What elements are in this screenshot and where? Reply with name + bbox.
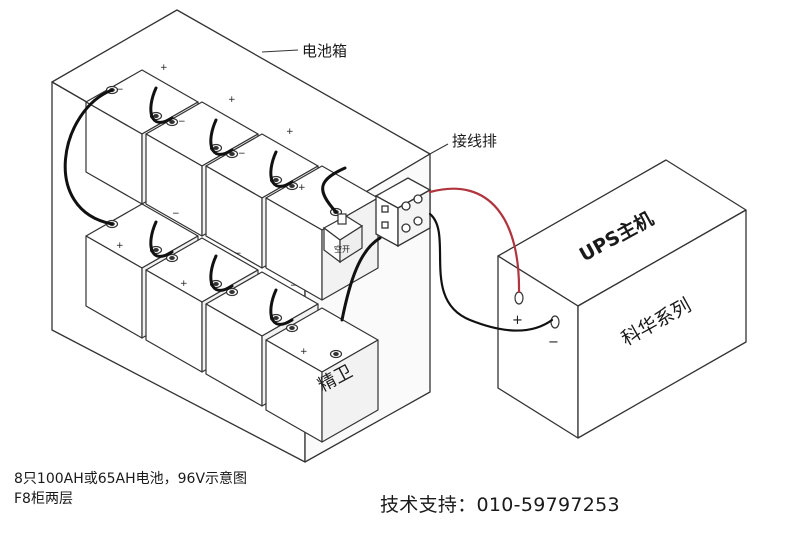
ups-host <box>497 159 747 439</box>
battery-polarity-marks: − + − + − + + + − + − − + <box>116 63 308 357</box>
ups-negative-input <box>550 315 560 329</box>
cable-lower-1 <box>149 220 174 258</box>
label-battery-box: 电池箱 <box>302 42 347 60</box>
negative-cable <box>428 212 554 332</box>
svg-text:−: − <box>116 85 124 95</box>
switch-icon <box>322 213 364 264</box>
label-switch: 空开 <box>334 244 350 254</box>
cable-lower-2 <box>209 254 234 292</box>
svg-text:−: − <box>172 209 180 219</box>
ups-battery-inputs <box>514 291 560 329</box>
cable-upper-3 <box>269 150 294 188</box>
svg-text:+: + <box>286 127 294 137</box>
terminal-icon <box>374 177 432 248</box>
cable-layer-link <box>63 88 114 226</box>
svg-text:+: + <box>116 241 124 251</box>
diagram-caption-line2: F8柜两层 <box>14 491 73 507</box>
svg-text:−: − <box>234 249 242 259</box>
cable-upper-2 <box>209 118 234 156</box>
svg-text:+: + <box>298 183 306 193</box>
ups-negative-mark: − <box>548 335 559 350</box>
ups-side-face <box>577 209 747 439</box>
svg-text:+: + <box>300 347 308 357</box>
svg-text:−: − <box>238 149 246 159</box>
positive-cable <box>428 187 521 294</box>
cable-to-terminal <box>340 236 382 322</box>
svg-text:+: + <box>160 63 168 73</box>
leader-terminal-block <box>427 143 449 156</box>
svg-text:−: − <box>290 281 298 291</box>
cable-upper-1 <box>149 86 174 124</box>
cable-lower-3 <box>269 288 294 326</box>
cable-to-switch <box>321 166 347 214</box>
ups-positive-mark: + <box>512 313 523 328</box>
label-terminal-block: 接线排 <box>452 132 497 150</box>
diagram-caption-line1: 8只100AH或65AH电池，96V示意图 <box>14 471 248 487</box>
leader-battery-box <box>261 49 299 53</box>
svg-text:+: + <box>228 95 236 105</box>
ups-positive-input <box>514 291 524 305</box>
svg-text:+: + <box>180 279 188 289</box>
battery-interconnect-cables <box>63 86 382 326</box>
technical-support-contact: 技术支持：010-59797253 <box>380 494 620 516</box>
svg-text:−: − <box>178 117 186 127</box>
